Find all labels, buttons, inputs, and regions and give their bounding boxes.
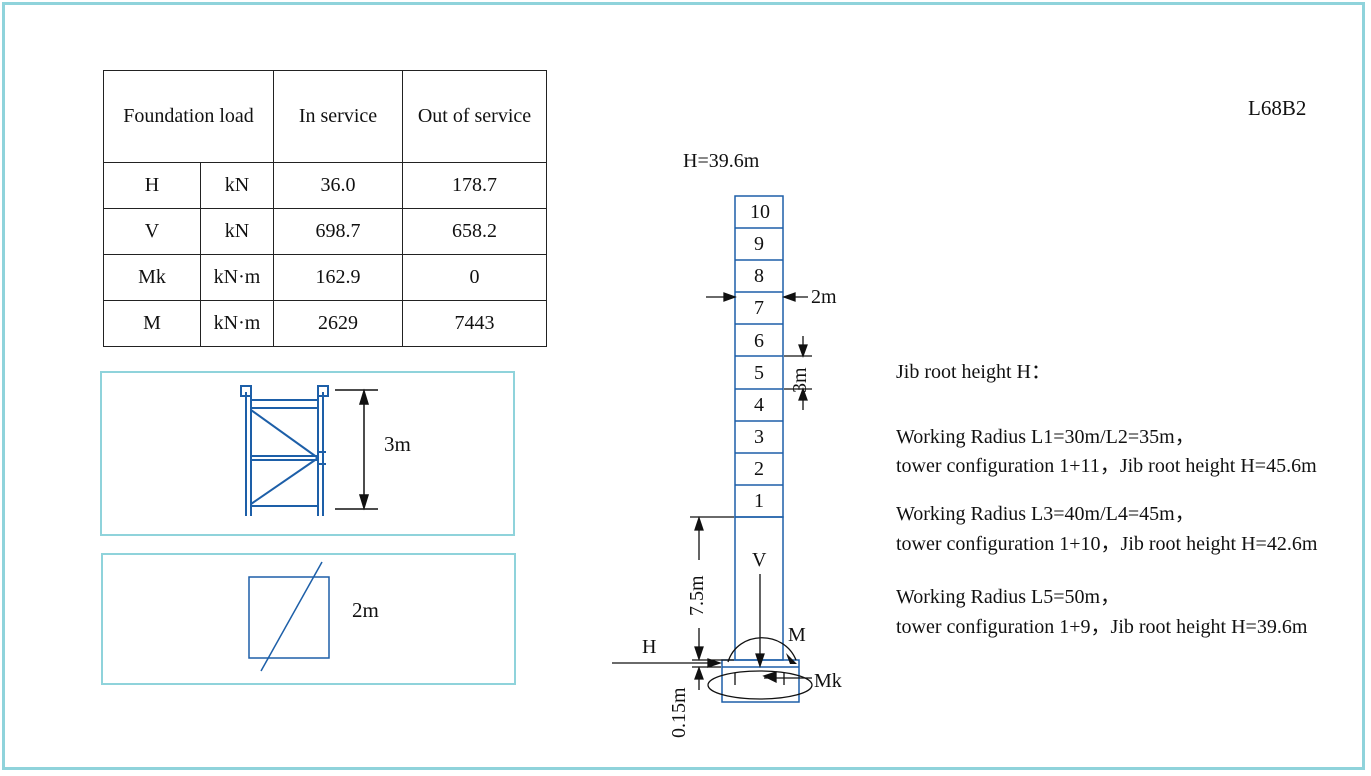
table-row: V kN 698.7 658.2 [103, 208, 547, 255]
mast-section-panel [100, 371, 515, 536]
section-number: 9 [754, 233, 764, 255]
base-height-label: 7.5m [686, 575, 708, 616]
config-1-tower: tower configuration 1+11，Jib root height… [896, 455, 1317, 477]
foundation-load-table: Foundation load In service Out of servic… [103, 70, 547, 347]
section-height-dim-label: 3m [789, 367, 811, 393]
config-3-tower: tower configuration 1+9，Jib root height … [896, 616, 1308, 638]
section-number: 3 [754, 426, 764, 448]
row-out-of-service: 178.7 [402, 162, 547, 209]
section-number: 2 [754, 458, 764, 480]
foot-height-label: 0.15m [668, 687, 690, 738]
section-height-label: 3m [384, 432, 411, 456]
row-in-service: 36.0 [273, 162, 403, 209]
section-number: 6 [754, 330, 764, 352]
table-row: Mk kN·m 162.9 0 [103, 254, 547, 301]
row-out-of-service: 658.2 [402, 208, 547, 255]
section-number: 5 [754, 362, 764, 384]
moment-mk-label: Mk [814, 670, 842, 692]
header-foundation-load: Foundation load [103, 70, 274, 163]
mast-plan-panel [101, 553, 516, 685]
section-number: 7 [754, 297, 764, 319]
model-label: L68B2 [1248, 96, 1307, 120]
notes-title: Jib root height H： [896, 361, 1051, 383]
section-number: 8 [754, 265, 764, 287]
row-symbol: V [103, 208, 201, 255]
row-out-of-service: 7443 [402, 300, 547, 347]
row-unit: kN·m [200, 300, 274, 347]
row-unit: kN·m [200, 254, 274, 301]
row-in-service: 2629 [273, 300, 403, 347]
section-number: 10 [750, 201, 770, 223]
table-row: M kN·m 2629 7443 [103, 300, 547, 347]
moment-m-label: M [788, 624, 806, 646]
row-in-service: 162.9 [273, 254, 403, 301]
tower-width-label: 2m [811, 286, 837, 308]
row-symbol: M [103, 300, 201, 347]
row-out-of-service: 0 [402, 254, 547, 301]
config-2-radius: Working Radius L3=40m/L4=45m， [896, 503, 1195, 525]
config-3-radius: Working Radius L5=50m， [896, 586, 1121, 608]
config-2-tower: tower configuration 1+10，Jib root height… [896, 533, 1318, 555]
section-number: 1 [754, 490, 764, 512]
header-in-service: In service [273, 70, 403, 163]
table-row: H kN 36.0 178.7 [103, 162, 547, 209]
tower-height-label: H=39.6m [683, 150, 760, 172]
config-1-radius: Working Radius L1=30m/L2=35m， [896, 426, 1195, 448]
force-v-label: V [752, 549, 767, 571]
row-unit: kN [200, 208, 274, 255]
force-h-label: H [642, 636, 657, 658]
section-number: 4 [754, 394, 764, 416]
header-out-of-service: Out of service [402, 70, 547, 163]
plan-width-label: 2m [352, 598, 379, 622]
